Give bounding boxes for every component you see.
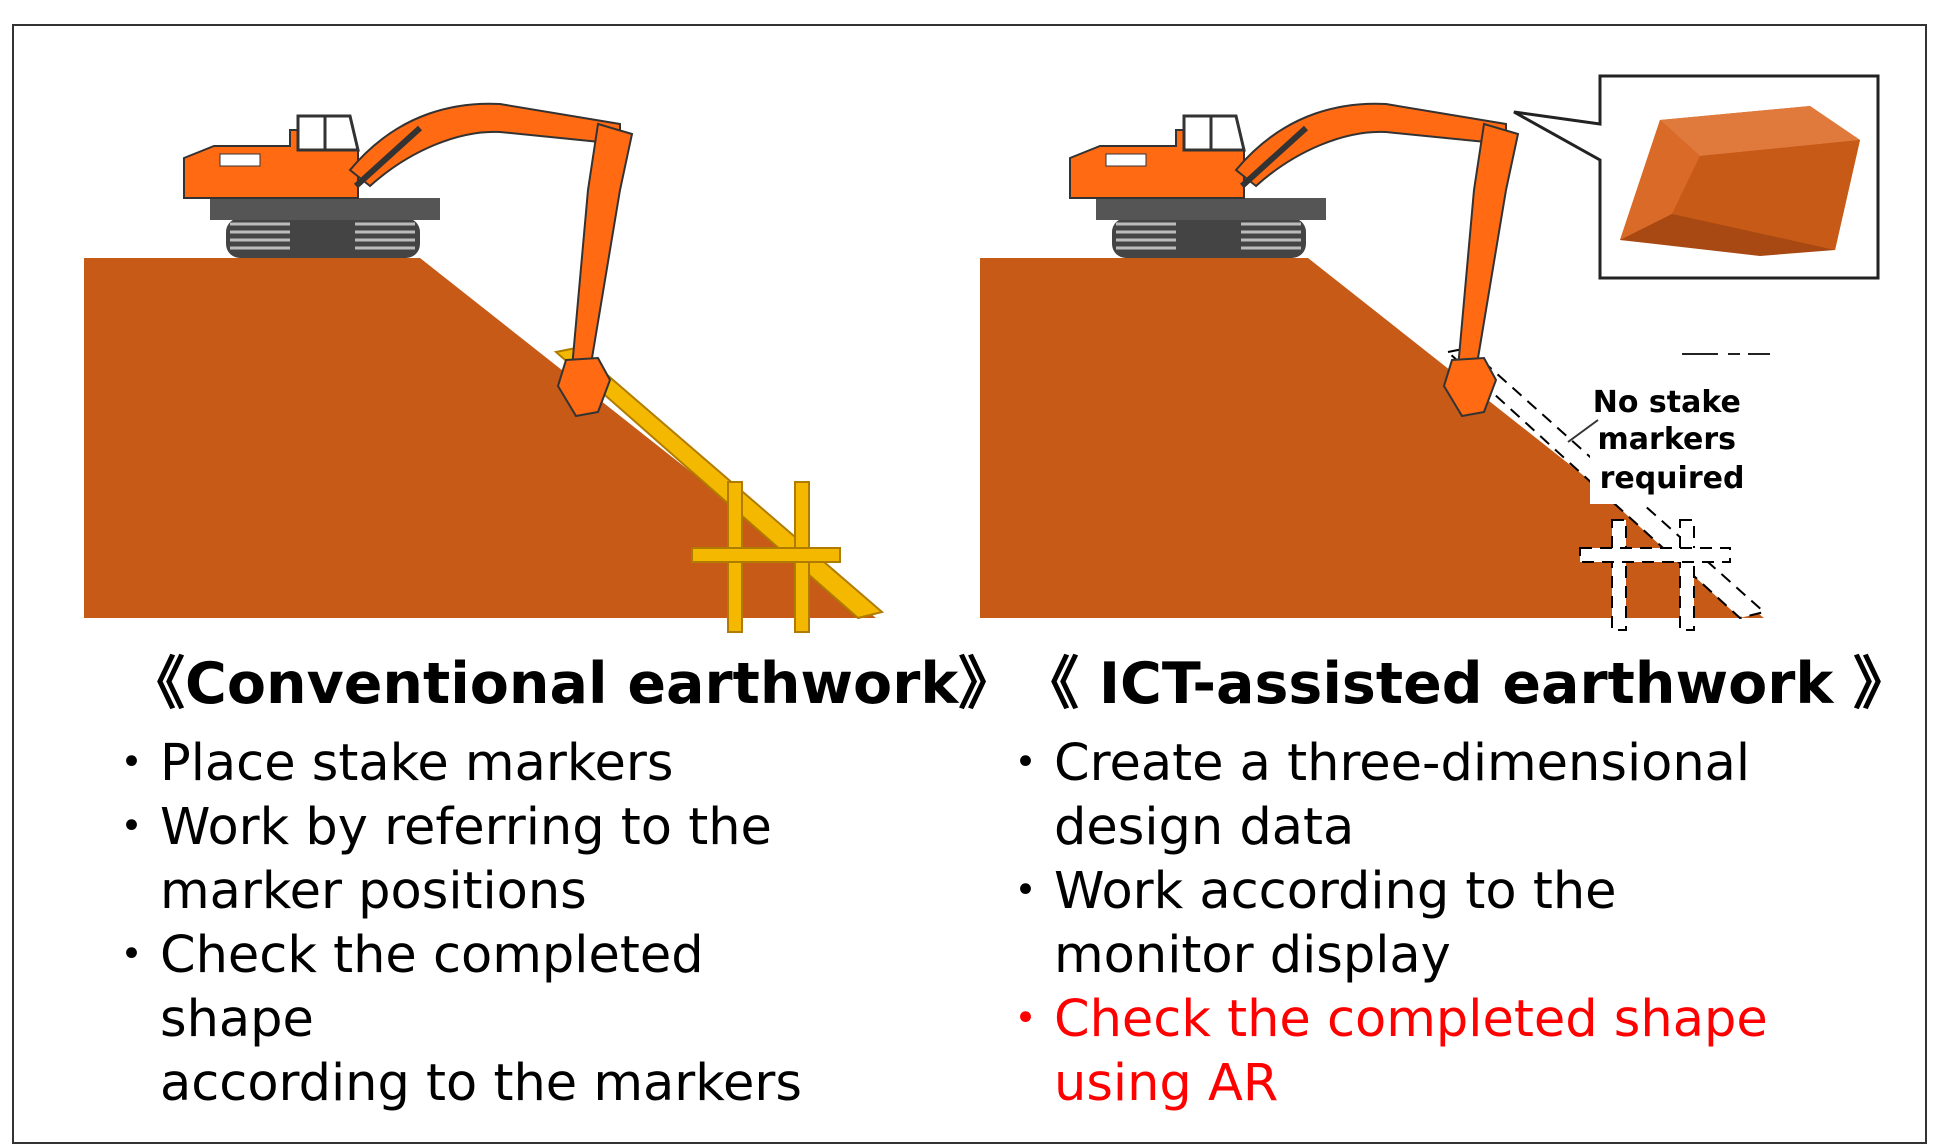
right-bullet-3: ・Check the completed shape using AR: [1000, 990, 1768, 1113]
right-illustration: No stake markers required: [980, 74, 1880, 631]
callout-line-3: required: [1600, 461, 1745, 496]
no-stake-callout: [1590, 376, 1755, 504]
right-bullet-1-text: Create a three-dimensional design data: [1054, 734, 1751, 857]
excavator-icon: [1069, 102, 1520, 418]
left-bullet-2: ・Work by referring to the marker positio…: [106, 798, 772, 921]
right-bullet-2: ・Work according to the monitor display: [1000, 862, 1617, 985]
left-bullet-2-text: Work by referring to the marker position…: [160, 798, 772, 921]
right-caption: 《 ICT-assisted earthwork 》: [1022, 651, 1911, 717]
right-embankment: [980, 258, 1764, 618]
stake-marker-icon: [553, 346, 885, 633]
design-model-icon: [1620, 106, 1860, 256]
left-embankment: [84, 258, 876, 618]
left-bullet-3-text: Check the completed shape according to t…: [160, 926, 802, 1113]
svg-text:No stake markers r: No stake markers required: [1593, 385, 1752, 496]
left-bullet-1: ・Place stake markers: [106, 734, 674, 793]
speech-bubble-icon: [1513, 74, 1880, 280]
right-bullet-1: ・Create a three-dimensional design data: [1000, 734, 1751, 857]
left-bullet-list: ・Place stake markers ・Work by referring …: [106, 732, 866, 1116]
right-bullet-2-text: Work according to the monitor display: [1054, 862, 1617, 985]
left-bullet-1-text: Place stake markers: [160, 734, 674, 793]
excavator-icon: [183, 102, 634, 418]
left-bullet-3: ・Check the completed shape according to …: [106, 926, 802, 1113]
left-illustration: [84, 102, 885, 633]
right-bullet-list: ・Create a three-dimensional design data …: [1000, 732, 1800, 1116]
callout-line-1: No stake: [1593, 385, 1741, 420]
left-caption: 《Conventional earthwork》: [128, 651, 1016, 717]
right-bullet-3-text: Check the completed shape using AR: [1054, 990, 1768, 1113]
callout-line-2: markers: [1598, 422, 1736, 457]
